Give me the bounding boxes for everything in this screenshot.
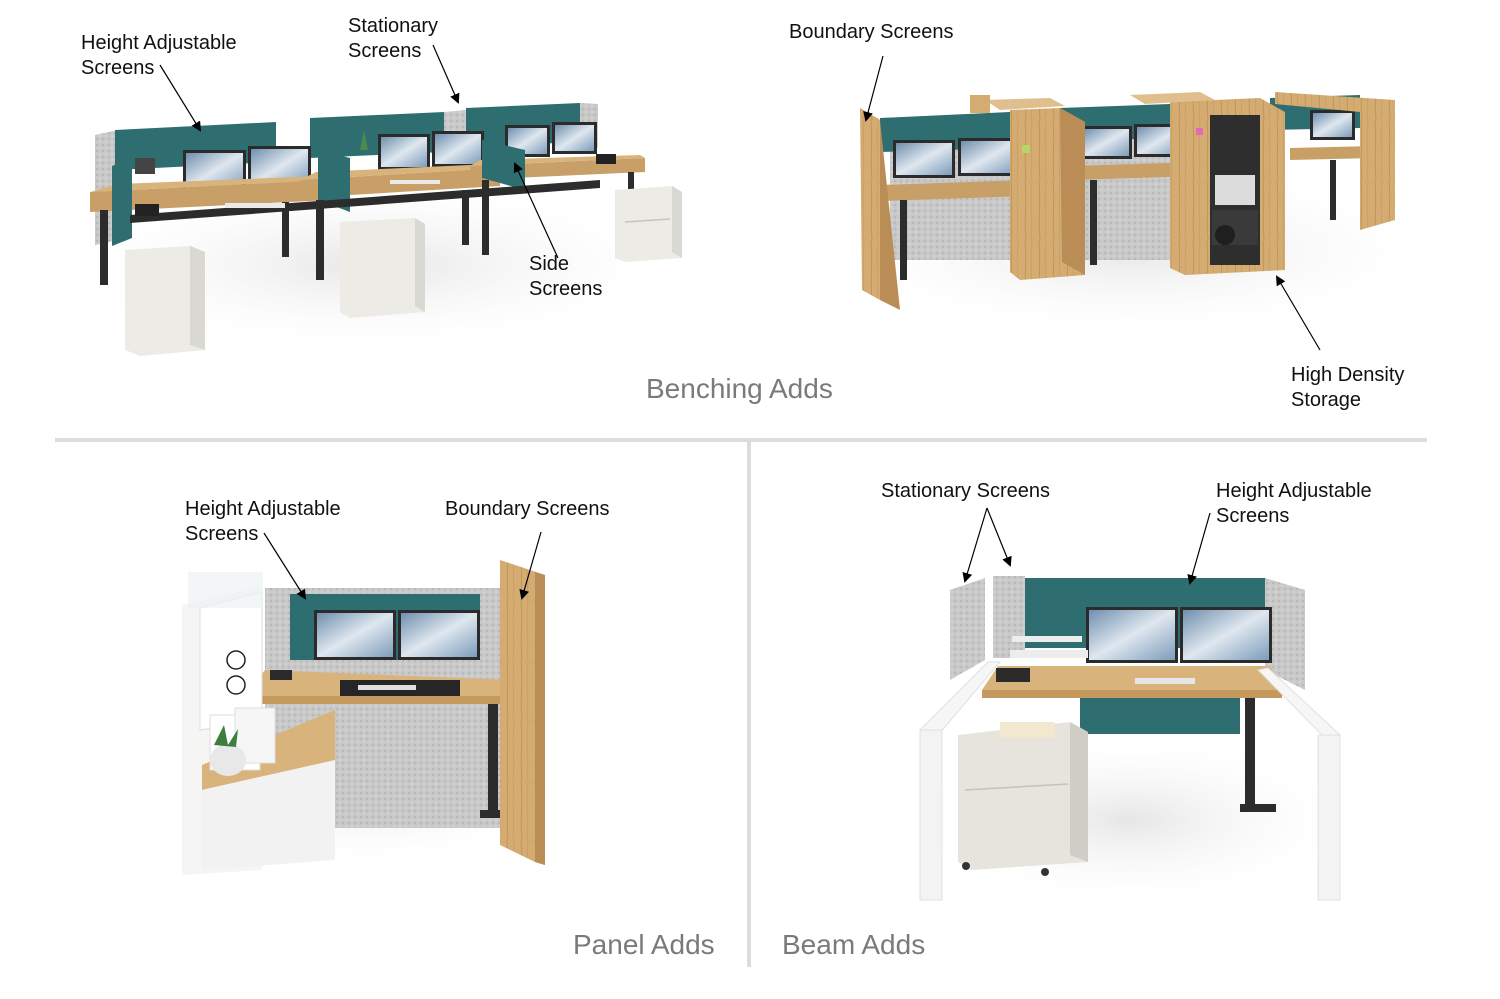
arrow-bench-stationary bbox=[432, 44, 460, 104]
label-bench-side: Side Screens bbox=[529, 253, 603, 300]
section-title-beam: Beam Adds bbox=[782, 929, 926, 960]
label-panel-height-adjustable: Height Adjustable Screens bbox=[185, 498, 341, 545]
arrow-bench-boundary bbox=[863, 55, 884, 122]
vertical-divider bbox=[747, 442, 751, 967]
arrow-panel-boundary bbox=[519, 531, 542, 600]
section-title-benching: Benching Adds bbox=[646, 373, 833, 404]
arrow-panel-height-adjustable bbox=[263, 532, 307, 600]
panel-cubicle-illustration bbox=[170, 560, 570, 875]
label-beam-height-adjustable: Height Adjustable Screens bbox=[1216, 480, 1372, 527]
label-bench-stationary: Stationary Screens bbox=[348, 15, 439, 62]
arrow-bench-height-adjustable bbox=[159, 64, 202, 132]
arrow-bench-side bbox=[513, 162, 559, 259]
boundary-storage-illustration bbox=[800, 92, 1460, 340]
section-title-panel: Panel Adds bbox=[573, 929, 715, 960]
horizontal-divider bbox=[55, 438, 1427, 442]
arrow-bench-storage bbox=[1275, 275, 1321, 351]
label-panel-boundary: Boundary Screens bbox=[445, 498, 610, 520]
benching-desk-illustration bbox=[40, 103, 700, 356]
beam-desk-illustration bbox=[900, 576, 1360, 910]
label-bench-height-adjustable: Height Adjustable Screens bbox=[81, 32, 237, 79]
label-bench-storage: High Density Storage bbox=[1291, 364, 1405, 411]
arrow-beam-height-adjustable bbox=[1187, 512, 1211, 585]
arrow-beam-stationary-left bbox=[962, 507, 988, 583]
label-bench-boundary: Boundary Screens bbox=[789, 21, 954, 43]
label-beam-stationary: Stationary Screens bbox=[881, 480, 1050, 502]
callout-arrows bbox=[159, 44, 1321, 600]
arrow-beam-stationary-right bbox=[986, 507, 1012, 567]
